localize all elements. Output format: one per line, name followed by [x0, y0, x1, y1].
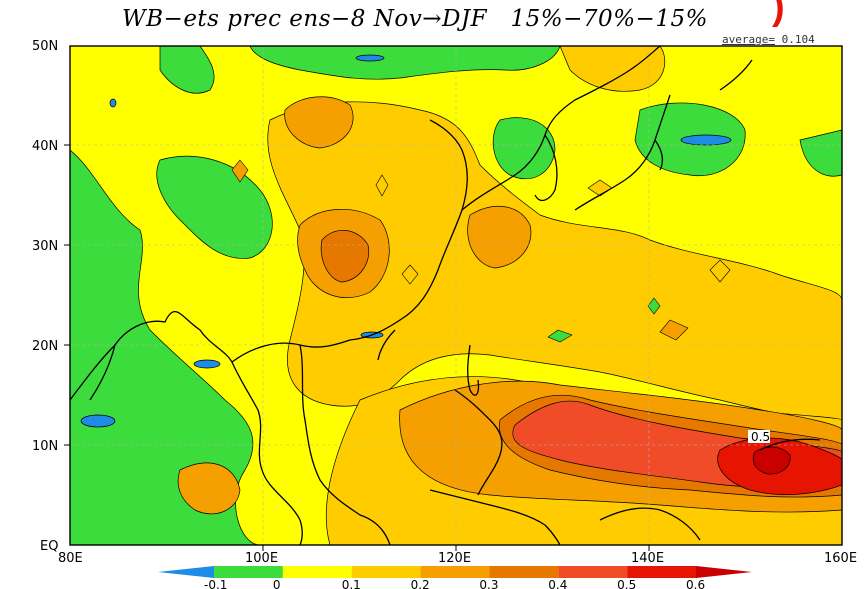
lon-label-80e: 80E [58, 551, 83, 566]
lat-label-10n: 10N [32, 439, 58, 454]
orange-diamond-3 [659, 319, 689, 341]
contour-field [70, 46, 842, 545]
lat-label-50n: 50N [32, 39, 58, 54]
average-value: 0.104 [781, 33, 815, 46]
colorbar-label: 0.1 [342, 578, 361, 589]
colorbar-label: 0.3 [479, 578, 498, 589]
lon-label-160e: 160E [824, 551, 857, 566]
green-region-central [156, 155, 273, 259]
lon-label-140e: 140E [631, 551, 664, 566]
colorbar-label: 0.6 [686, 578, 705, 589]
blue-spot-6 [109, 98, 117, 108]
green-region-northwest [159, 46, 215, 94]
colorbar-segment [158, 566, 214, 578]
orange-diamond-2 [375, 174, 389, 197]
lat-label-30n: 30N [32, 239, 58, 254]
colorbar-segment [420, 566, 490, 578]
colorbar-label: 0.5 [617, 578, 636, 589]
contour-label: 0.5 [751, 430, 770, 444]
lat-label-20n: 20N [32, 339, 58, 354]
graticule [70, 46, 842, 545]
colorbar-segment [282, 566, 352, 578]
lat-label-eq: EQ [40, 539, 58, 554]
orange-diamond-5 [401, 264, 419, 285]
colorbar-segment [351, 566, 421, 578]
contour-label-box [748, 430, 770, 443]
average-label: average= [722, 33, 775, 46]
map-title: WB−ets prec ens−8 Nov→DJF 15%−70%−15% [122, 6, 708, 32]
orange-region-north-china [284, 96, 354, 149]
orange-region-southwest [177, 462, 241, 515]
orange-diamond-1 [231, 159, 249, 183]
green-diamond-2 [547, 329, 573, 343]
colorbar-label: 0 [273, 578, 281, 589]
lon-label-120e: 120E [438, 551, 471, 566]
green-diamond-1 [647, 297, 661, 315]
light-orange-region-north [559, 46, 666, 92]
corner-mark: ) [772, 0, 785, 28]
axis-ticks [64, 144, 650, 551]
darkred-region-pacific-core [752, 446, 791, 475]
colorbar-label: -0.1 [204, 578, 227, 589]
colorbar-segment [489, 566, 559, 578]
colorbar-segment [214, 566, 283, 578]
green-region-north [249, 46, 561, 80]
lon-label-100e: 100E [245, 551, 278, 566]
blue-spot-1 [80, 414, 116, 428]
colorbar-segment [558, 566, 628, 578]
orange-region-east-china [467, 206, 532, 269]
green-region-korea [492, 117, 556, 180]
light-orange-region-main [267, 101, 842, 421]
colorbar-label: 0.2 [411, 578, 430, 589]
coastlines [70, 46, 821, 545]
blue-spot-4 [355, 54, 385, 62]
colorbar-segment [696, 566, 752, 578]
average-readout: average= 0.104 [722, 33, 815, 46]
colorbar-segment [627, 566, 696, 578]
orange-diamond-4 [709, 259, 731, 283]
dark-orange-region-central-china [320, 230, 370, 283]
blue-spot-3 [680, 134, 732, 146]
blue-spot-2 [193, 359, 221, 369]
colorbar: -0.1 0 0.1 0.2 0.3 0.4 0.5 0.6 [158, 566, 752, 589]
lat-label-40n: 40N [32, 139, 58, 154]
colorbar-label: 0.4 [548, 578, 567, 589]
